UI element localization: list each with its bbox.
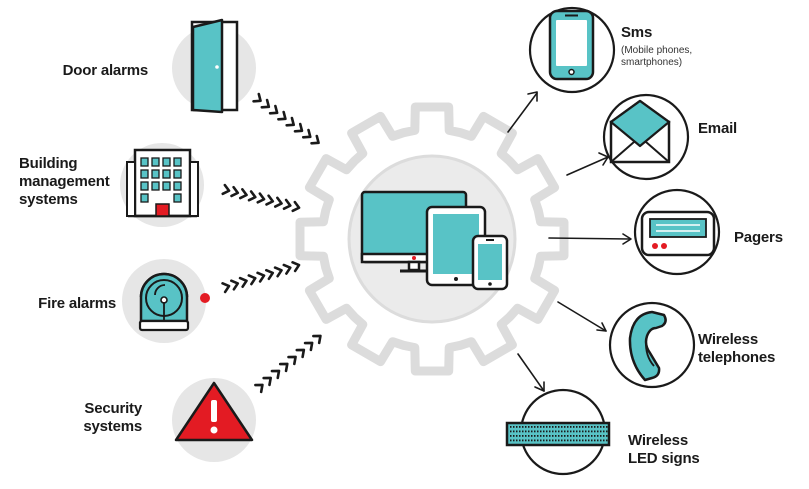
label-fire-alarms: Fire alarms bbox=[38, 295, 116, 312]
led-sign-icon bbox=[505, 421, 611, 447]
label-sms-sub: (Mobile phones, smartphones) bbox=[621, 45, 693, 68]
label-wireless-telephones: Wireless telephones bbox=[698, 331, 776, 366]
input-arrows bbox=[221, 92, 322, 394]
label-email: Email bbox=[698, 120, 738, 137]
label-sms: Sms bbox=[621, 24, 653, 41]
warning-triangle-icon bbox=[174, 381, 254, 442]
label-building-management: Building management systems bbox=[19, 155, 110, 208]
devices-icon bbox=[360, 190, 509, 291]
output-arrows bbox=[507, 91, 632, 392]
fire-bell-icon bbox=[138, 272, 210, 332]
telephone-handset-icon bbox=[628, 310, 667, 382]
telephones-circle bbox=[608, 301, 696, 389]
building-icon bbox=[126, 148, 199, 218]
label-wireless-led-signs: Wireless LED signs bbox=[628, 432, 700, 467]
label-pagers: Pagers bbox=[734, 229, 783, 246]
label-door-alarms: Door alarms bbox=[62, 62, 149, 79]
mobile-phone-icon bbox=[548, 9, 595, 81]
door-icon bbox=[190, 18, 239, 114]
label-security-systems: Security systems bbox=[83, 400, 142, 435]
pager-icon bbox=[640, 210, 716, 257]
envelope-icon bbox=[609, 99, 671, 164]
